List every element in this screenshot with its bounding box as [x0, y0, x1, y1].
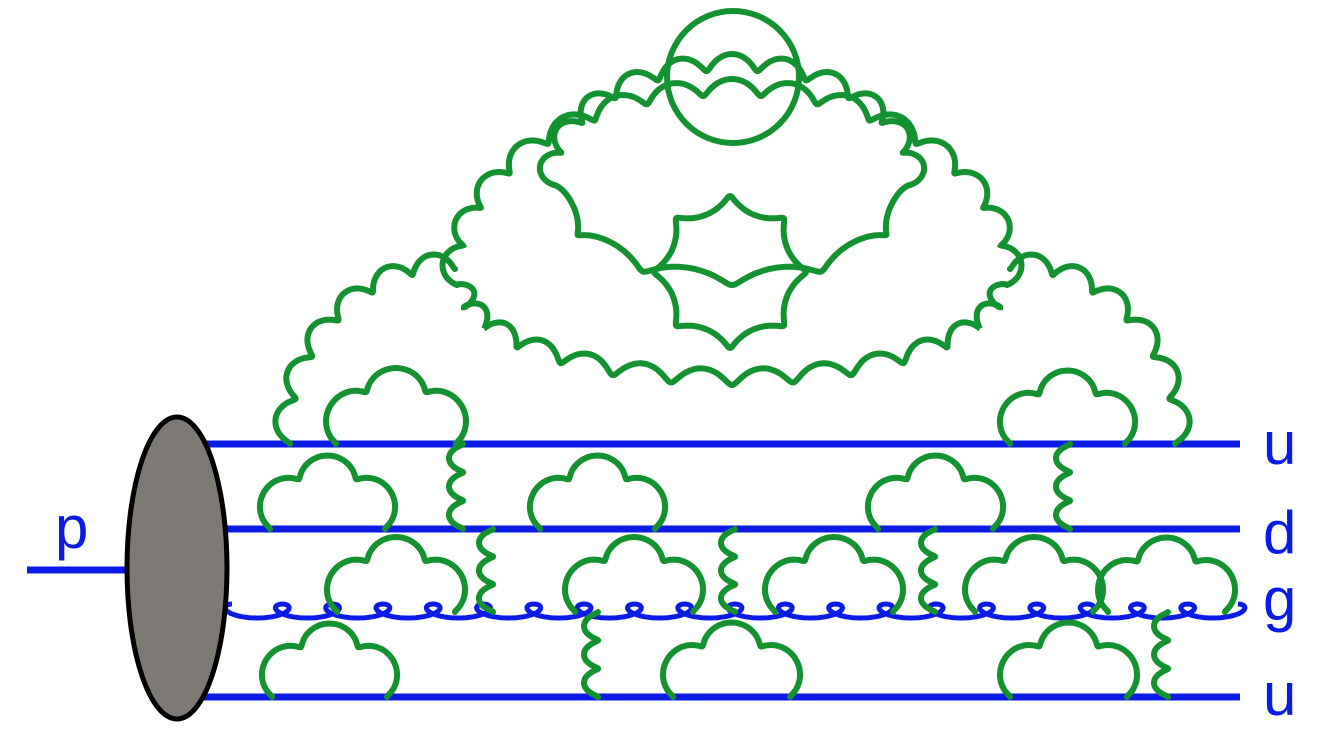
proton-label: p: [55, 494, 88, 561]
gluon-upper-arc: [439, 75, 1025, 288]
gluon-lower-arc: [454, 280, 1010, 389]
gluon-exchange-3: [475, 526, 497, 615]
parton-label-u-bottom: u: [1263, 661, 1296, 728]
gluon-exchange-7: [1150, 609, 1172, 700]
gluon-inner-right-down: [729, 182, 913, 288]
gluon-exchange-1: [445, 441, 467, 532]
gluon-field: [256, 50, 1239, 700]
gluon-arc-d-b: [526, 452, 669, 532]
gluon-center-loop: [650, 192, 809, 352]
top-loop: [664, 8, 802, 146]
gluon-arc-g-c: [761, 533, 907, 615]
gluon-arc-d-a: [256, 452, 399, 532]
gluon-exchange-4: [717, 526, 739, 615]
gluon-inner-left-down: [551, 182, 735, 288]
gluon-arc-u2-c: [996, 619, 1141, 700]
gluon-arc-u1-a: [322, 364, 470, 447]
gluon-arc-g-b: [561, 533, 707, 615]
gluon-exchange-6: [580, 609, 602, 700]
gluon-arc-u2-b: [659, 619, 804, 700]
gluon-arc-g-e: [1094, 534, 1239, 615]
gluon-arc-g-d: [961, 533, 1107, 615]
gluon-exchange-2: [1052, 441, 1074, 532]
gluon-outer-right: [1007, 251, 1193, 447]
parton-label-u-top: u: [1263, 410, 1296, 477]
proton-blob: [124, 414, 230, 722]
gluon-arc-d-c: [864, 452, 1007, 532]
parton-label-d: d: [1263, 499, 1296, 566]
gluon-exchange-5: [917, 526, 939, 615]
gluon-line-g: [222, 601, 1248, 621]
gluon-inner-arc: [536, 50, 928, 188]
gluon-outer-left: [272, 251, 458, 447]
gluon-arc-u2-a: [258, 620, 401, 700]
gluon-arc-u1-b: [996, 367, 1139, 447]
parton-label-g: g: [1263, 566, 1296, 633]
gluon-arc-g-a: [323, 533, 469, 615]
